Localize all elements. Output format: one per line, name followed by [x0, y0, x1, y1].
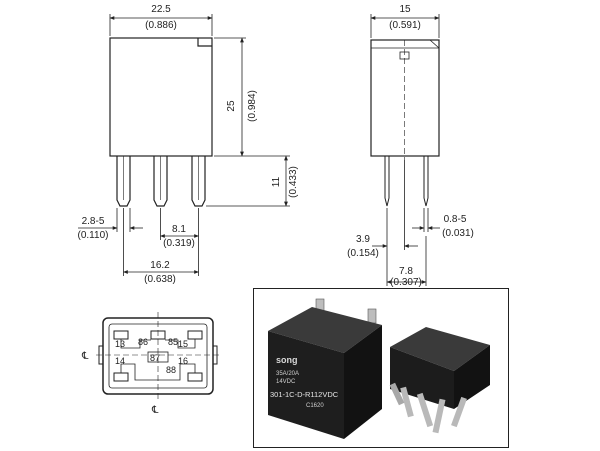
relay2-pin-4: [451, 396, 467, 428]
front-pin-pitch-in: (0.319): [163, 238, 195, 249]
terminal-slot-br: [187, 372, 203, 382]
front-pin-right: [191, 156, 206, 207]
front-pin-width-in: (0.110): [78, 230, 109, 241]
relay1-front-face: [268, 331, 344, 439]
front-pin-left: [116, 156, 131, 207]
photo-rating-2: 14VDC: [276, 379, 296, 385]
front-pin-pitch-mm: 8.1: [172, 224, 186, 235]
front-height-mm: 25: [226, 100, 237, 112]
front-pin-width-mm: 2.8-5: [82, 216, 105, 227]
side-pin-spacing-in: (0.307): [390, 277, 422, 288]
pin-label-3: 15: [178, 339, 188, 349]
front-width-in: (0.886): [145, 20, 177, 31]
relay1-pin-top-right: [367, 308, 377, 324]
bottom-view: [96, 312, 220, 400]
photo-model: 301-1C-D-R1: [270, 390, 315, 399]
pin-label-5: 87: [150, 353, 160, 363]
front-view: [109, 37, 213, 207]
photo-brand: song: [276, 355, 298, 365]
front-width-mm: 22.5: [151, 4, 171, 15]
side-pin-offset-in: (0.154): [347, 248, 379, 259]
pin-label-4: 16: [178, 356, 188, 366]
relay2-side-face: [454, 345, 490, 409]
relay2-pin-1: [400, 386, 414, 418]
relay1-top-face: [268, 307, 382, 353]
pin-label-1: 13: [115, 339, 125, 349]
relay2-top-face: [390, 327, 490, 371]
relay2-pin-3: [432, 398, 446, 434]
side-pin-thickness-in: (0.031): [442, 228, 474, 239]
side-pin-right: [423, 156, 429, 207]
side-pin-thickness-mm: 0.8-5: [444, 214, 467, 225]
product-photo: song 35A/20A 14VDC 301-1C-D-R1 12VDC C16…: [268, 298, 490, 439]
terminal-slot-tr: [187, 330, 203, 340]
product-photo-frame: song 35A/20A 14VDC 301-1C-D-R1 12VDC C16…: [253, 288, 509, 448]
pin-label-7: 86: [138, 337, 148, 347]
pin-label-8: 85: [168, 337, 178, 347]
side-body: [370, 39, 440, 157]
terminal-slot-bl: [113, 372, 129, 382]
terminal-slot-tl: [113, 330, 129, 340]
front-height-in: (0.984): [247, 90, 258, 122]
photo-rating-1: 35A/20A: [276, 371, 299, 377]
front-pin-span-in: (0.638): [144, 274, 176, 285]
side-pin-spacing-mm: 7.8: [399, 266, 413, 277]
relay2-pin-2: [416, 392, 434, 428]
side-pin-offset-mm: 3.9: [356, 234, 370, 245]
front-pin-span-mm: 16.2: [150, 260, 170, 271]
relay2-pin-5: [389, 382, 405, 406]
photo-coil-voltage: 12VDC: [314, 390, 339, 399]
side-depth-mm: 15: [399, 4, 411, 15]
side-depth-in: (0.591): [389, 20, 421, 31]
relay1-side-face: [344, 325, 382, 439]
side-pin-left: [384, 156, 390, 207]
front-pin-length-mm: 11: [271, 176, 282, 187]
pin-label-2: 14: [115, 356, 125, 366]
centerline-vertical-symbol: ℄: [151, 405, 159, 416]
photo-date-code: C1620: [306, 403, 324, 409]
pin-label-6: 88: [166, 365, 176, 375]
centerline-horizontal-symbol: ℄: [81, 351, 89, 362]
front-pin-length-in: (0.433): [288, 166, 299, 198]
front-corner-notch: [197, 38, 212, 47]
front-pin-center: [153, 156, 168, 207]
front-body: [109, 37, 213, 157]
side-view: [370, 39, 440, 207]
